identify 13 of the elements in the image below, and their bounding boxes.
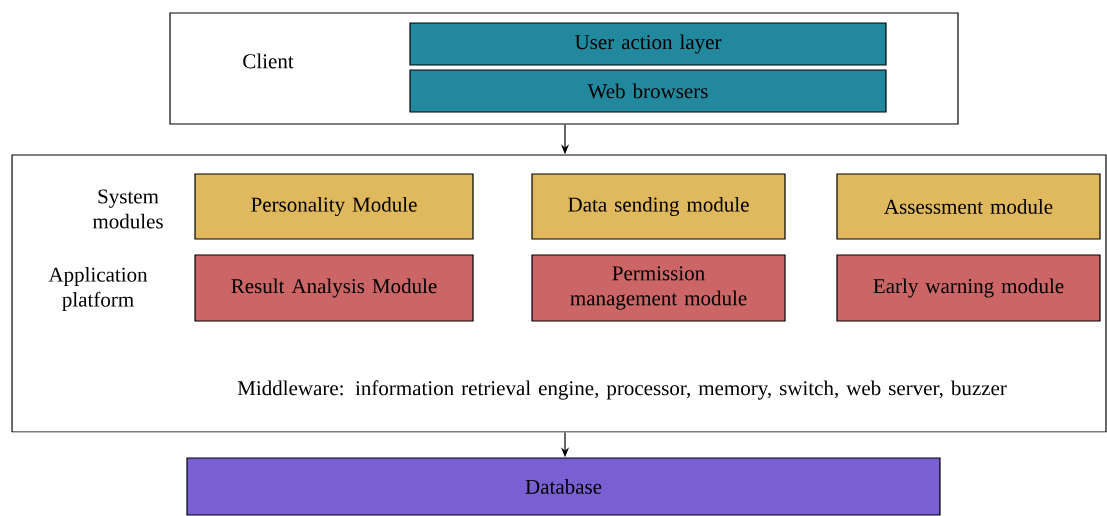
component-list: Middleware: information retrieval engine, processor, memory, switch, web server, buzzer: [237, 380, 1007, 400]
module-box: Result Analysis Module: [194, 254, 474, 322]
module-box: Early warning module: [836, 254, 1101, 322]
layer-box: Web browsers: [409, 69, 887, 113]
layer-label: Application platform: [48, 266, 148, 311]
box-label: Client: [243, 53, 294, 69]
module-box: Permission management module: [531, 254, 786, 322]
layer-box: User action layer: [409, 22, 887, 66]
module-box: Assessment module: [836, 173, 1101, 240]
database-box: Database: [186, 457, 941, 516]
layer-label: System modules: [92, 189, 163, 229]
module-box: Data sending module: [531, 173, 786, 240]
module-box: Personality Module: [194, 173, 474, 240]
